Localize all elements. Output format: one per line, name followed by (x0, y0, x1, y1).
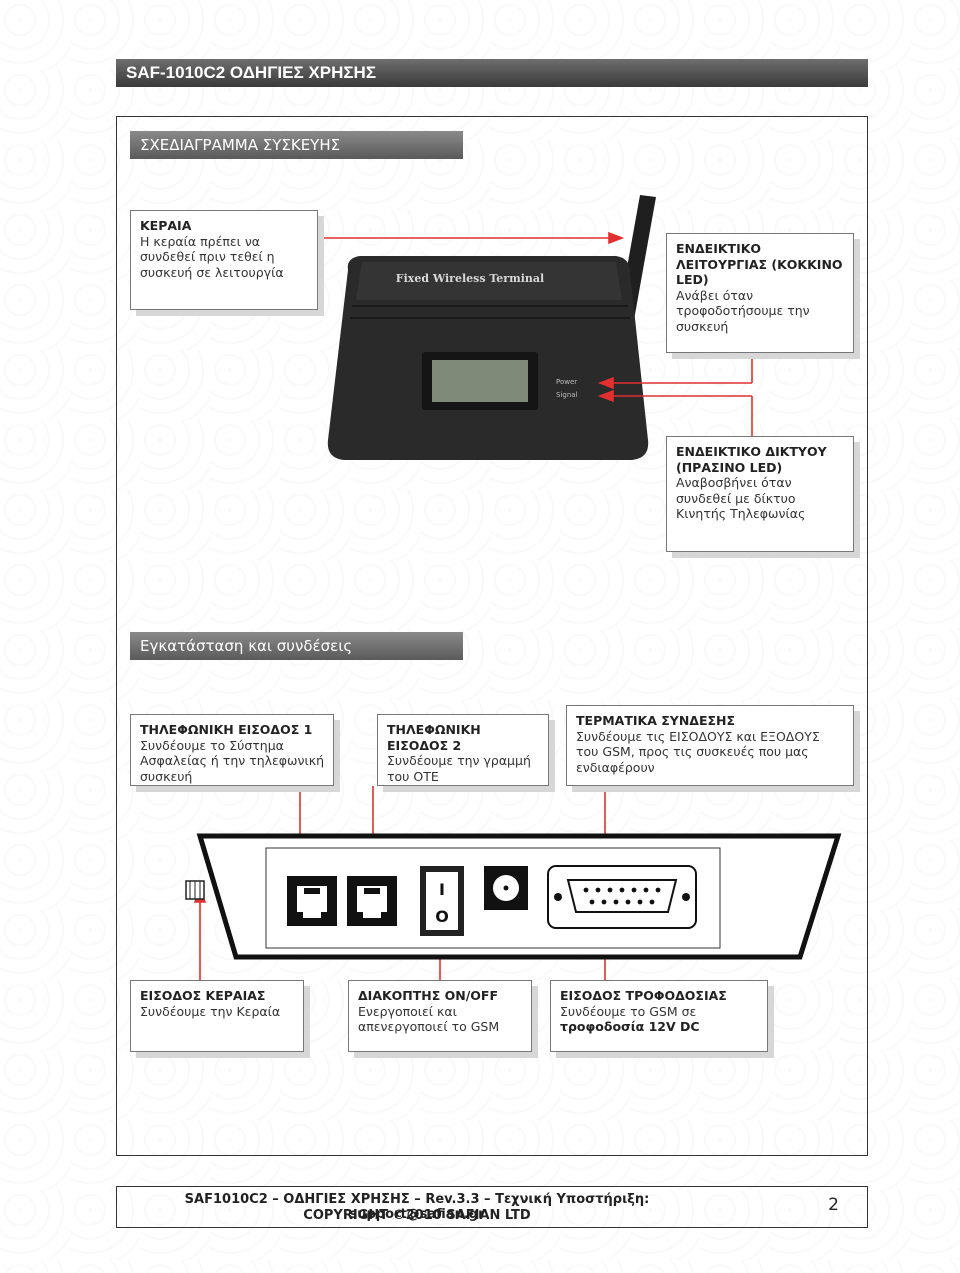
callout-antenna-body: Η κεραία πρέπει να συνδεθεί πριν τεθεί η… (140, 233, 284, 280)
device-label: Fixed Wireless Terminal (396, 272, 544, 285)
callout-switch-title: ΔΙΑΚΟΠΤΗΣ ON/OFF (358, 988, 499, 1003)
callout-phone-in1-title: ΤΗΛΕΦΩΝΙΚΗ ΕΙΣΟΔΟΣ 1 (140, 722, 313, 737)
content-frame (116, 116, 868, 1156)
page-number: 2 (828, 1195, 839, 1215)
callout-terminals-body: Συνδέουμε τις ΕΙΣΟΔΟΥΣ και ΕΞΟΔΟΥΣ του G… (576, 728, 820, 775)
page-footer: SAF1010C2 – ΟΔΗΓΙΕΣ ΧΡΗΣΗΣ – Rev.3.3 – Τ… (116, 1186, 868, 1228)
footer-line1: SAF1010C2 – ΟΔΗΓΙΕΣ ΧΡΗΣΗΣ – Rev.3.3 – Τ… (184, 1192, 650, 1222)
terminal-connector-icon (547, 865, 697, 929)
callout-terminals-title: ΤΕΡΜΑΤΙΚΑ ΣΥΝΔΕΣΗΣ (576, 713, 736, 728)
antenna-connector-icon (185, 880, 205, 900)
callout-phone-in2: ΤΗΛΕΦΩΝΙΚΗ ΕΙΣΟΔΟΣ 2 Συνδέουμε την γραμμ… (377, 714, 549, 786)
callout-phone-in2-title: ΤΗΛΕΦΩΝΙΚΗ ΕΙΣΟΔΟΣ 2 (387, 722, 481, 753)
switch-on-glyph: I (439, 880, 445, 899)
callout-antenna-in-title: ΕΙΣΟΔΟΣ ΚΕΡΑΙΑΣ (140, 988, 266, 1003)
callout-switch: ΔΙΑΚΟΠΤΗΣ ON/OFF Ενεργοποιεί και απενεργ… (348, 980, 532, 1052)
callout-power-led-title: ΕΝΔΕΙΚΤΙΚΟ ΛΕΙΤΟΥΡΓΙΑΣ (ΚΟΚΚΙΝΟ LED) (676, 241, 843, 287)
callout-network-led-title: ΕΝΔΕΙΚΤΙΚΟ ΔΙΚΤΥΟΥ (ΠΡΑΣΙΝΟ LED) (676, 444, 827, 475)
callout-switch-body: Ενεργοποιεί και απενεργοποιεί το GSM (358, 1003, 500, 1035)
signal-label: Signal (556, 391, 578, 399)
switch-off-glyph: O (435, 907, 449, 926)
callout-power-in-body: Συνδέουμε το GSM σε (560, 1003, 697, 1019)
callout-power-in-bold: τροφοδοσία 12V DC (560, 1019, 700, 1034)
callout-terminals: ΤΕΡΜΑΤΙΚΑ ΣΥΝΔΕΣΗΣ Συνδέουμε τις ΕΙΣΟΔΟΥ… (566, 705, 854, 786)
callout-antenna: ΚΕΡΑΙΑ Η κεραία πρέπει να συνδεθεί πριν … (130, 210, 318, 310)
phone-jack-1-icon (287, 876, 337, 926)
power-label: Power (556, 378, 577, 386)
callout-power-led: ΕΝΔΕΙΚΤΙΚΟ ΛΕΙΤΟΥΡΓΙΑΣ (ΚΟΚΚΙΝΟ LED) Ανά… (666, 233, 854, 353)
callout-phone-in1: ΤΗΛΕΦΩΝΙΚΗ ΕΙΣΟΔΟΣ 1 Συνδέουμε το Σύστημ… (130, 714, 334, 786)
device-body-icon: Fixed Wireless Terminal Power Signal (327, 256, 649, 460)
callout-power-in: ΕΙΣΟΔΟΣ ΤΡΟΦΟΔΟΣΙΑΣ Συνδέουμε το GSM σε … (550, 980, 768, 1052)
phone-jack-2-icon (347, 876, 397, 926)
lcd-screen (432, 360, 528, 402)
section-diagram-header: ΣΧΕΔΙΑΓΡΑΜΜΑ ΣΥΣΚΕΥΗΣ (130, 131, 463, 159)
footer-line2: COPYRIGHT ©2010 SAFIAN LTD (303, 1208, 531, 1223)
power-switch-icon: I O (420, 866, 464, 936)
dc-power-jack-icon (484, 866, 528, 910)
callout-antenna-in-body: Συνδέουμε την Κεραία (140, 1003, 281, 1019)
section-install-header: Εγκατάσταση και συνδέσεις (130, 632, 463, 660)
callout-phone-in1-body: Συνδέουμε το Σύστημα Ασφαλείας ή την τηλ… (140, 737, 325, 784)
callout-network-led-body: Αναβοσβήνει όταν συνδεθεί με δίκτυο Κινη… (676, 475, 806, 521)
back-panel: I O (185, 833, 842, 960)
callout-power-led-body: Ανάβει όταν τροφοδοτήσουμε την συσκευή (676, 287, 810, 334)
callout-network-led: ΕΝΔΕΙΚΤΙΚΟ ΔΙΚΤΥΟΥ (ΠΡΑΣΙΝΟ LED) Αναβοσβ… (666, 436, 854, 552)
callout-antenna-in: ΕΙΣΟΔΟΣ ΚΕΡΑΙΑΣ Συνδέουμε την Κεραία (130, 980, 304, 1052)
callout-phone-in2-body: Συνδέουμε την γραμμή του ΟΤΕ (387, 753, 531, 784)
callout-antenna-title: ΚΕΡΑΙΑ (140, 218, 192, 233)
page-title: SAF-1010C2 ΟΔΗΓΙΕΣ ΧΡΗΣΗΣ (116, 59, 868, 87)
callout-power-in-title: ΕΙΣΟΔΟΣ ΤΡΟΦΟΔΟΣΙΑΣ (560, 988, 727, 1003)
